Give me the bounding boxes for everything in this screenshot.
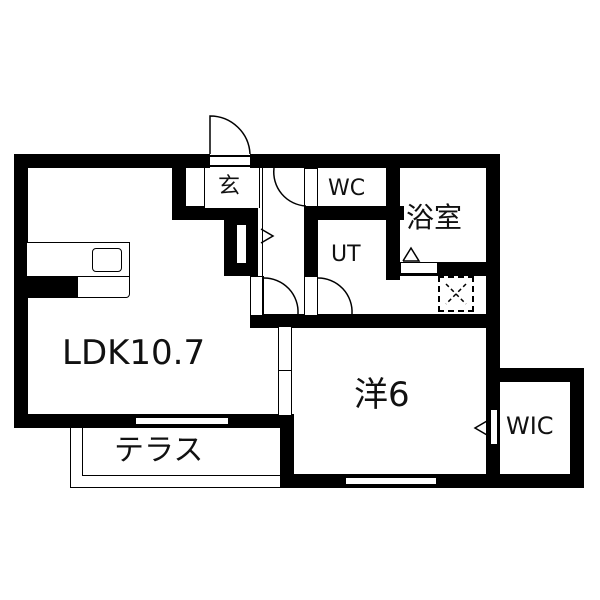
hall-line (262, 168, 263, 316)
shoebox-arrow-icon (260, 228, 275, 244)
bath-door-arrow-icon (402, 246, 421, 262)
terrace-inner (82, 426, 282, 476)
ldk-window (134, 416, 230, 426)
room-label-utility: UT (331, 242, 361, 267)
room-label-western: 洋6 (354, 375, 410, 415)
wall-wic-right (570, 368, 584, 488)
washer-space-icon (438, 276, 474, 312)
wc-door-swing-icon (273, 167, 307, 207)
wall-bath-left (386, 154, 400, 280)
entrance-door-sill (208, 155, 252, 167)
room-label-entrance: 玄 (218, 174, 241, 199)
entrance-door-swing-icon (209, 115, 251, 155)
ut-door-frame (304, 276, 318, 316)
genkan-floor (204, 168, 260, 208)
sink-icon (92, 248, 122, 272)
washer-cross-icon (445, 283, 467, 305)
kitchen-stove (26, 276, 78, 298)
wall-wc-bottom (304, 206, 404, 220)
wall-left (14, 154, 28, 428)
wic-door-arrow-icon (473, 420, 488, 436)
room-label-wc: WC (328, 176, 366, 201)
wall-genkan-left (172, 154, 186, 220)
wall-wic-top (486, 368, 584, 382)
wall-top-left (14, 154, 210, 168)
partition-line (278, 370, 292, 371)
ldk-door-swing-icon (263, 277, 299, 315)
bath-door (400, 262, 438, 274)
room-label-terrace: テラス (114, 433, 204, 468)
room-label-ldk: LDK10.7 (62, 333, 206, 373)
kitchen-counter-divider (26, 276, 130, 277)
shoe-cabinet (236, 224, 248, 264)
wall-western-left (280, 414, 294, 488)
wall-top-right (250, 154, 500, 168)
ldk-door-frame (250, 276, 264, 316)
partition-window (278, 326, 292, 416)
room-label-bath: 浴室 (406, 201, 463, 234)
terrace-outer (70, 426, 282, 488)
room-label-wic: WIC (506, 412, 554, 440)
shoe-cabinet-line (246, 224, 247, 264)
ut-door-swing-icon (317, 277, 353, 315)
western-window (344, 476, 438, 486)
wic-door (489, 408, 499, 446)
